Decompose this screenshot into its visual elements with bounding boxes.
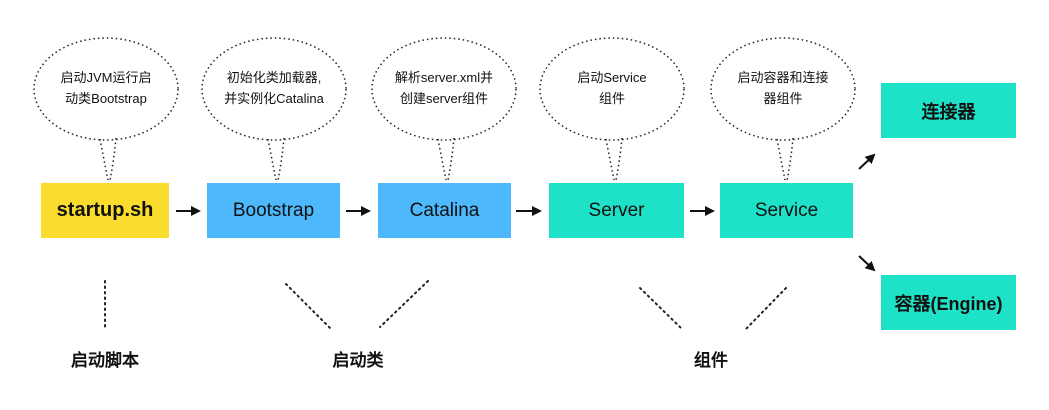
node-catalina: Catalina xyxy=(378,183,511,238)
node-service: Service xyxy=(720,183,853,238)
bubble-text-startup-sh: 启动JVM运行启 动类Bootstrap xyxy=(60,70,152,106)
bubble-server xyxy=(539,37,685,181)
group-label-component: 组件 xyxy=(694,351,728,370)
node-server-label: Server xyxy=(588,199,645,221)
bubble-service xyxy=(710,37,856,181)
bubble-text-server: 启动Service 组件 xyxy=(577,70,647,106)
bubble-text-bootstrap: 初始化类加载器, 并实例化Catalina xyxy=(224,70,324,106)
node-startup-sh-label: startup.sh xyxy=(56,199,154,221)
dotted-line-component-left xyxy=(639,287,684,331)
arrow-service-to-engine xyxy=(858,255,876,272)
dotted-line-component-right xyxy=(744,287,787,331)
node-service-label: Service xyxy=(754,199,819,221)
node-engine: 容器(Engine) xyxy=(881,275,1016,330)
dotted-line-launch-class-right xyxy=(379,280,429,328)
bubble-text-service: 启动容器和连接 器组件 xyxy=(737,70,829,106)
node-server: Server xyxy=(549,183,684,238)
bubble-startup-sh xyxy=(33,37,179,181)
dotted-line-launch-class-left xyxy=(285,283,333,331)
group-label-launch-script: 启动脚本 xyxy=(71,351,139,370)
node-connector-label: 连接器 xyxy=(921,101,976,122)
node-engine-label: 容器(Engine) xyxy=(894,293,1003,314)
node-bootstrap: Bootstrap xyxy=(207,183,340,238)
node-startup-sh: startup.sh xyxy=(41,183,169,238)
bubble-bootstrap xyxy=(201,37,347,181)
bubble-text-catalina: 解析server.xml并 创建server组件 xyxy=(394,70,494,106)
node-connector: 连接器 xyxy=(881,83,1016,138)
group-label-launch-class: 启动类 xyxy=(332,351,384,370)
node-catalina-label: Catalina xyxy=(409,199,480,221)
node-bootstrap-label: Bootstrap xyxy=(232,199,315,221)
arrow-service-to-connector xyxy=(858,153,876,170)
bubble-catalina xyxy=(371,37,517,181)
